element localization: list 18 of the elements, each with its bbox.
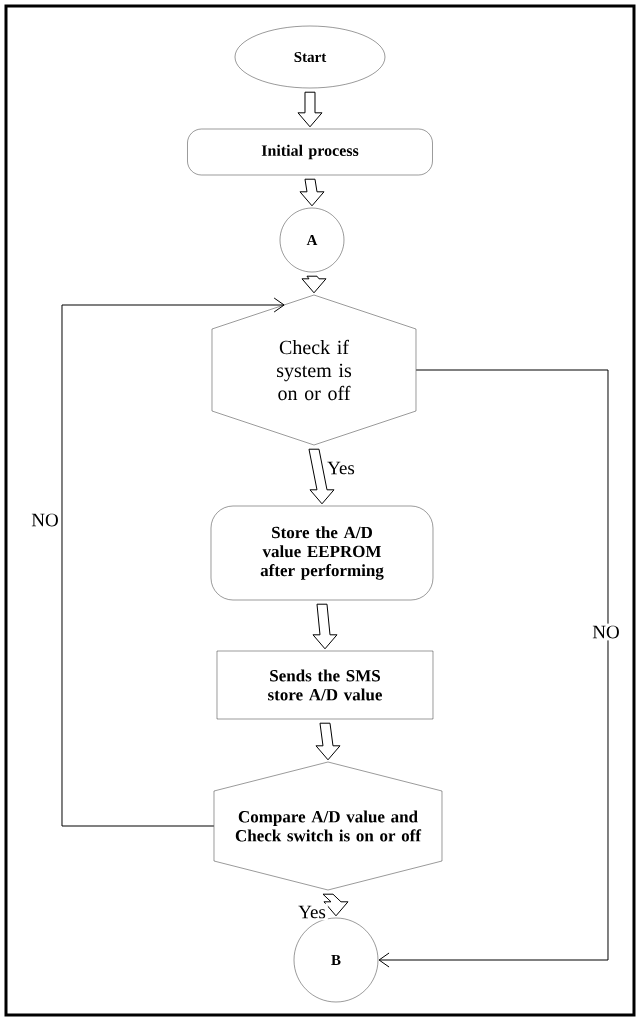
arrow xyxy=(378,369,609,968)
block-arrow xyxy=(322,893,349,917)
process-box: Store the A/D value EEPROM after performing xyxy=(210,505,434,601)
edge-label: NO xyxy=(29,511,61,529)
block-arrow xyxy=(315,722,341,761)
block-arrow xyxy=(312,603,338,650)
decision-hexagon: Check if system is on or off xyxy=(211,294,417,446)
process-box: Initial process xyxy=(187,128,433,176)
arrow xyxy=(61,297,285,827)
edge-label: NO xyxy=(590,623,622,641)
edge-label: Yes xyxy=(325,459,357,477)
block-arrow xyxy=(308,448,335,505)
process-box: Sends the SMS store A/D value xyxy=(216,650,434,720)
decision-hexagon: Compare A/D value and Check switch is on or off xyxy=(213,761,443,891)
block-arrow xyxy=(301,275,327,294)
block-arrow xyxy=(297,91,323,128)
block-arrow xyxy=(299,178,325,207)
edge-label: Yes xyxy=(296,903,328,921)
